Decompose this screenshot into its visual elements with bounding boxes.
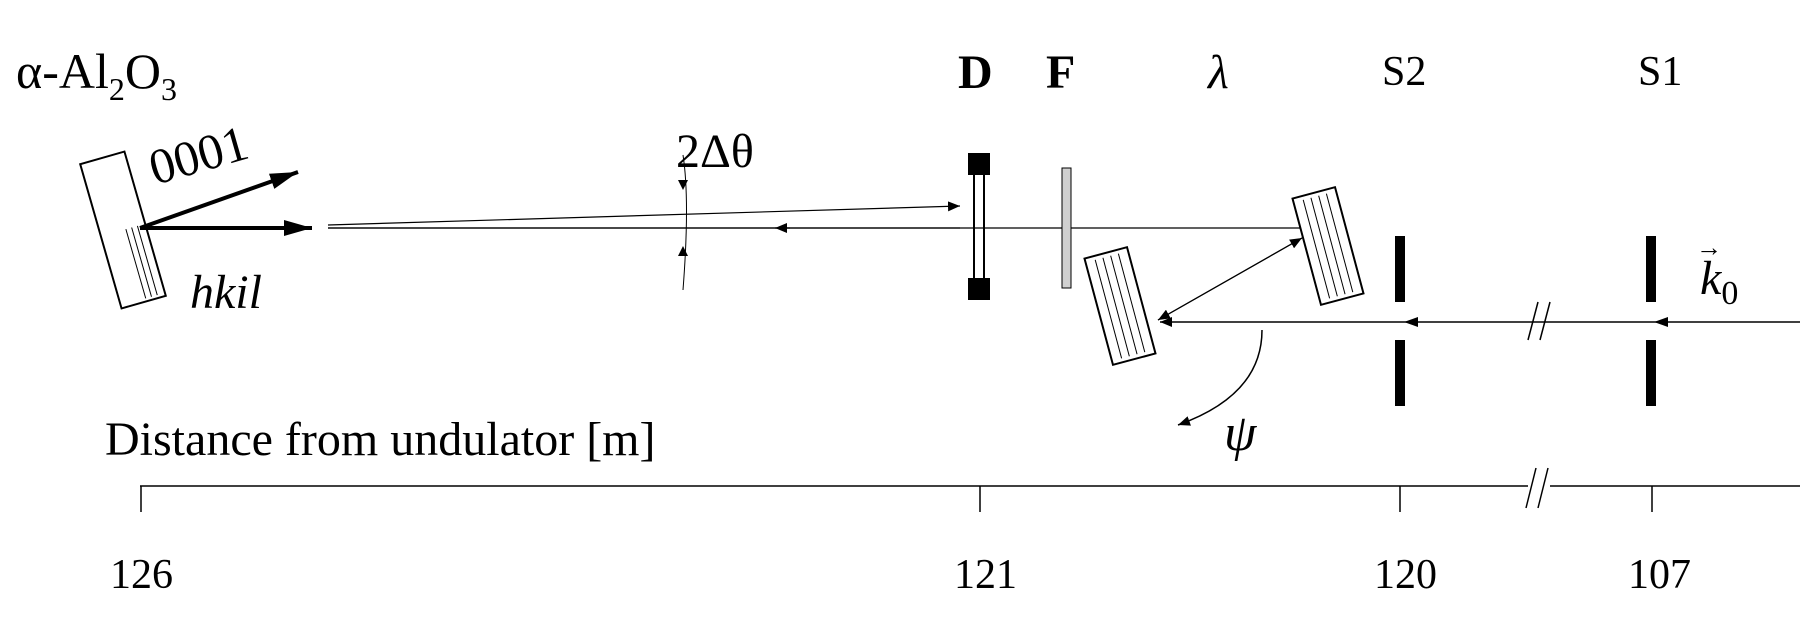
tick-label-120: 120 — [1374, 552, 1437, 598]
detector-label: D — [958, 46, 993, 99]
k0-label: k0 — [1700, 252, 1738, 312]
return-beam-upper — [327, 201, 961, 226]
monochromator-internal-beam-back — [1157, 237, 1303, 321]
monochromator-crystal-lower — [1083, 245, 1157, 367]
k0-label-sub: 0 — [1721, 275, 1738, 312]
sample-crystal — [78, 150, 168, 310]
angle-marker — [678, 154, 688, 291]
k0-label-main: k — [1700, 252, 1723, 305]
beam-small-arrow-s2 — [1404, 317, 1418, 327]
two-delta-theta-label: 2Δθ — [676, 125, 754, 178]
axis-title: Distance from undulator [m] — [105, 413, 656, 466]
psi-label: ψ — [1224, 405, 1258, 462]
tick-label-126: 126 — [110, 552, 173, 598]
crystal-formula-sub1: 2 — [109, 71, 125, 107]
monochromator-crystal-upper — [1291, 185, 1365, 307]
filter-label: F — [1046, 46, 1075, 99]
crystal-formula-prefix: α-Al — [16, 43, 109, 99]
slit-s2-label: S2 — [1382, 49, 1426, 95]
vector-hkil-label: hkil — [190, 266, 262, 319]
monochromator-label: λ — [1206, 46, 1229, 99]
beam-break-mark — [1527, 301, 1551, 341]
k0-arrow: → — [1696, 233, 1722, 262]
crystal-formula-mid: O — [125, 43, 161, 99]
crystal-formula: α-Al2O3 — [16, 43, 177, 107]
slit-s1-label: S1 — [1638, 49, 1682, 95]
slit-s1 — [1646, 236, 1656, 406]
slit-s2 — [1395, 236, 1405, 406]
crystal-formula-sub2: 3 — [161, 71, 177, 107]
vector-0001-label: 0001 — [143, 114, 255, 195]
filter — [1061, 167, 1072, 289]
psi-rotation-arrow — [1177, 329, 1263, 426]
distance-axis — [140, 467, 1800, 512]
detector — [968, 153, 990, 300]
tick-label-121: 121 — [954, 552, 1017, 598]
beam-small-arrow-s1 — [1654, 317, 1668, 327]
vector-0001-arrow — [139, 170, 299, 230]
tick-label-107: 107 — [1628, 552, 1691, 598]
